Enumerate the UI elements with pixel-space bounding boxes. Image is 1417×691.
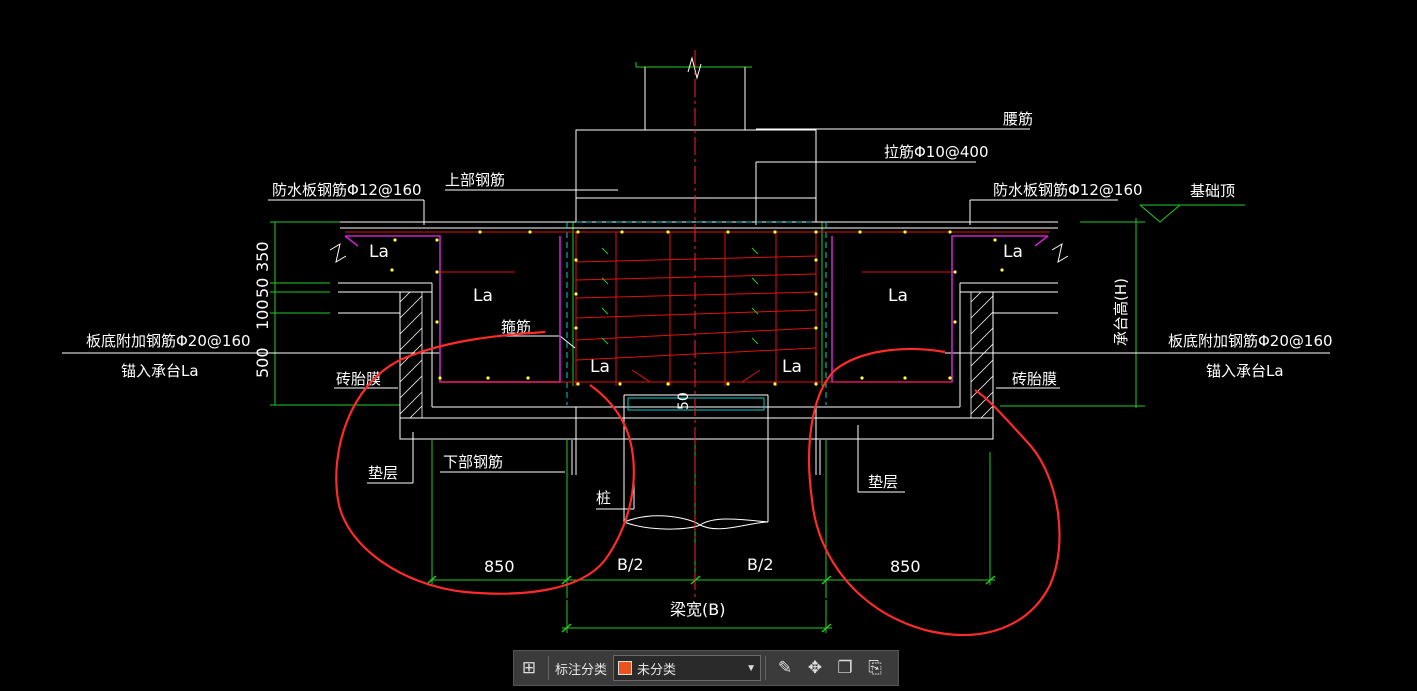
la-label-5: La [590,357,610,377]
label-foundation-top: 基础顶 [1190,182,1235,200]
category-color-swatch [618,661,633,675]
annotation-category-label: 标注分类 [555,661,608,677]
dim-b-half-left: B/2 [617,555,644,574]
label-cap-height: 承台高(H) [1112,278,1130,346]
label-slab-rebar-left-2: 锚入承台La [121,362,199,380]
la-label-4: La [888,286,908,306]
annotation-toolbar: ⊞ 标注分类 未分类 ▼ ✎ ✥ ❐ ⎘ [513,650,899,686]
pile-top-lines [627,397,765,411]
copy-icon[interactable]: ❐ [837,658,853,677]
label-cushion-right: 垫层 [868,473,898,491]
label-brick-mold-right: 砖胎膜 [1012,370,1057,388]
label-slab-rebar-right-2: 锚入承台La [1206,362,1284,380]
la-label-2: La [1003,242,1023,262]
dim-100: 100 [253,299,272,330]
dim-850-left: 850 [484,557,515,576]
dim-500: 500 [253,347,272,378]
label-waterproof-rebar-right: 防水板钢筋Φ12@160 [993,181,1143,199]
markup-circles [335,330,1061,637]
dim-50: 50 [253,278,272,298]
markup-circle-right [808,347,1061,637]
dim-850-right: 850 [890,557,921,576]
dimension-lines [270,62,1245,633]
dim-b-half-right: B/2 [747,555,774,574]
chevron-down-icon: ▼ [746,662,757,674]
label-slab-rebar-right-1: 板底附加钢筋Φ20@160 [1168,332,1333,350]
dim-350: 350 [253,241,272,272]
label-slab-rebar-left-1: 板底附加钢筋Φ20@160 [86,332,251,350]
annotation-category-select[interactable]: 未分类 ▼ [613,655,762,681]
move-icon[interactable]: ✥ [807,658,823,677]
label-cushion-left: 垫层 [368,464,398,482]
la-label-3: La [473,286,493,306]
label-pile: 桩 [596,489,611,507]
label-waist-rebar: 腰筋 [1003,110,1033,128]
label-upper-rebar: 上部钢筋 [445,171,505,189]
label-tie-rebar: 拉筋Φ10@400 [884,143,989,161]
toolbar-divider [765,656,767,680]
dim-beam-width: 梁宽(B) [670,600,725,619]
paste-icon[interactable]: ⎘ [868,658,882,677]
brick-mold-hatch [399,291,994,419]
rebar-dots [390,230,1004,386]
rebar [345,231,1050,386]
toolbar-divider [548,656,549,680]
grid-icon[interactable]: ⊞ [521,658,537,677]
label-pile-cover: 50 [676,392,692,410]
la-label-6: La [782,357,802,377]
edit-icon[interactable]: ✎ [777,658,793,677]
label-lower-rebar: 下部钢筋 [443,453,503,471]
hidden-lines [566,221,827,405]
markup-circle-left [335,330,635,595]
label-waterproof-rebar-left: 防水板钢筋Φ12@160 [272,181,422,199]
stirrup-ticks [601,247,759,345]
category-select-value: 未分类 [637,661,677,677]
label-stirrup: 箍筋 [501,318,531,336]
la-label-1: La [369,242,389,262]
